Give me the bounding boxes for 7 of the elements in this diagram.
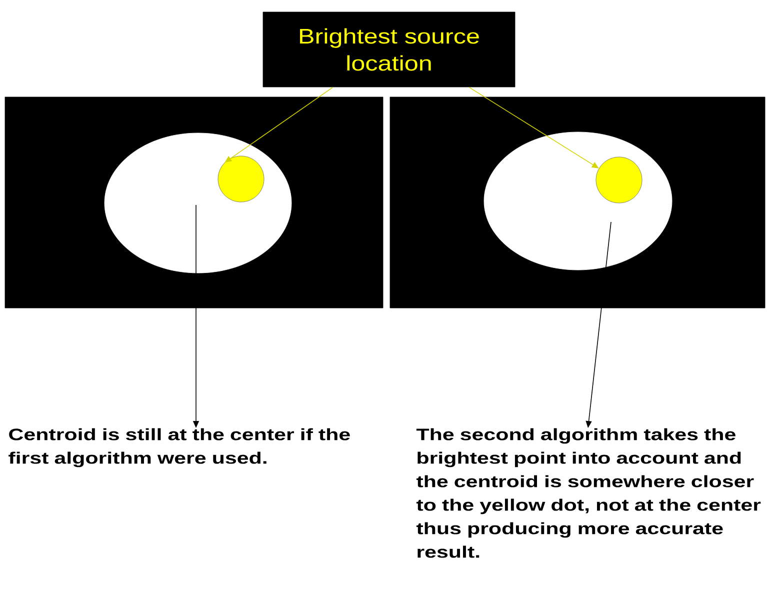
ellipse-shape xyxy=(484,132,672,270)
label-box: Brightest source location xyxy=(262,12,516,88)
caption-text: Centroid is still at the center if the first algorithm were used. xyxy=(8,428,350,468)
bright-spot xyxy=(218,156,264,202)
ellipse-shape xyxy=(104,132,292,274)
bright-spot xyxy=(596,156,642,204)
caption-text: The second algorithm takes the brightest point into account and the centroid is somewhere closer to the yellow dot, not at the center thus producing more accurate result. xyxy=(416,428,761,558)
